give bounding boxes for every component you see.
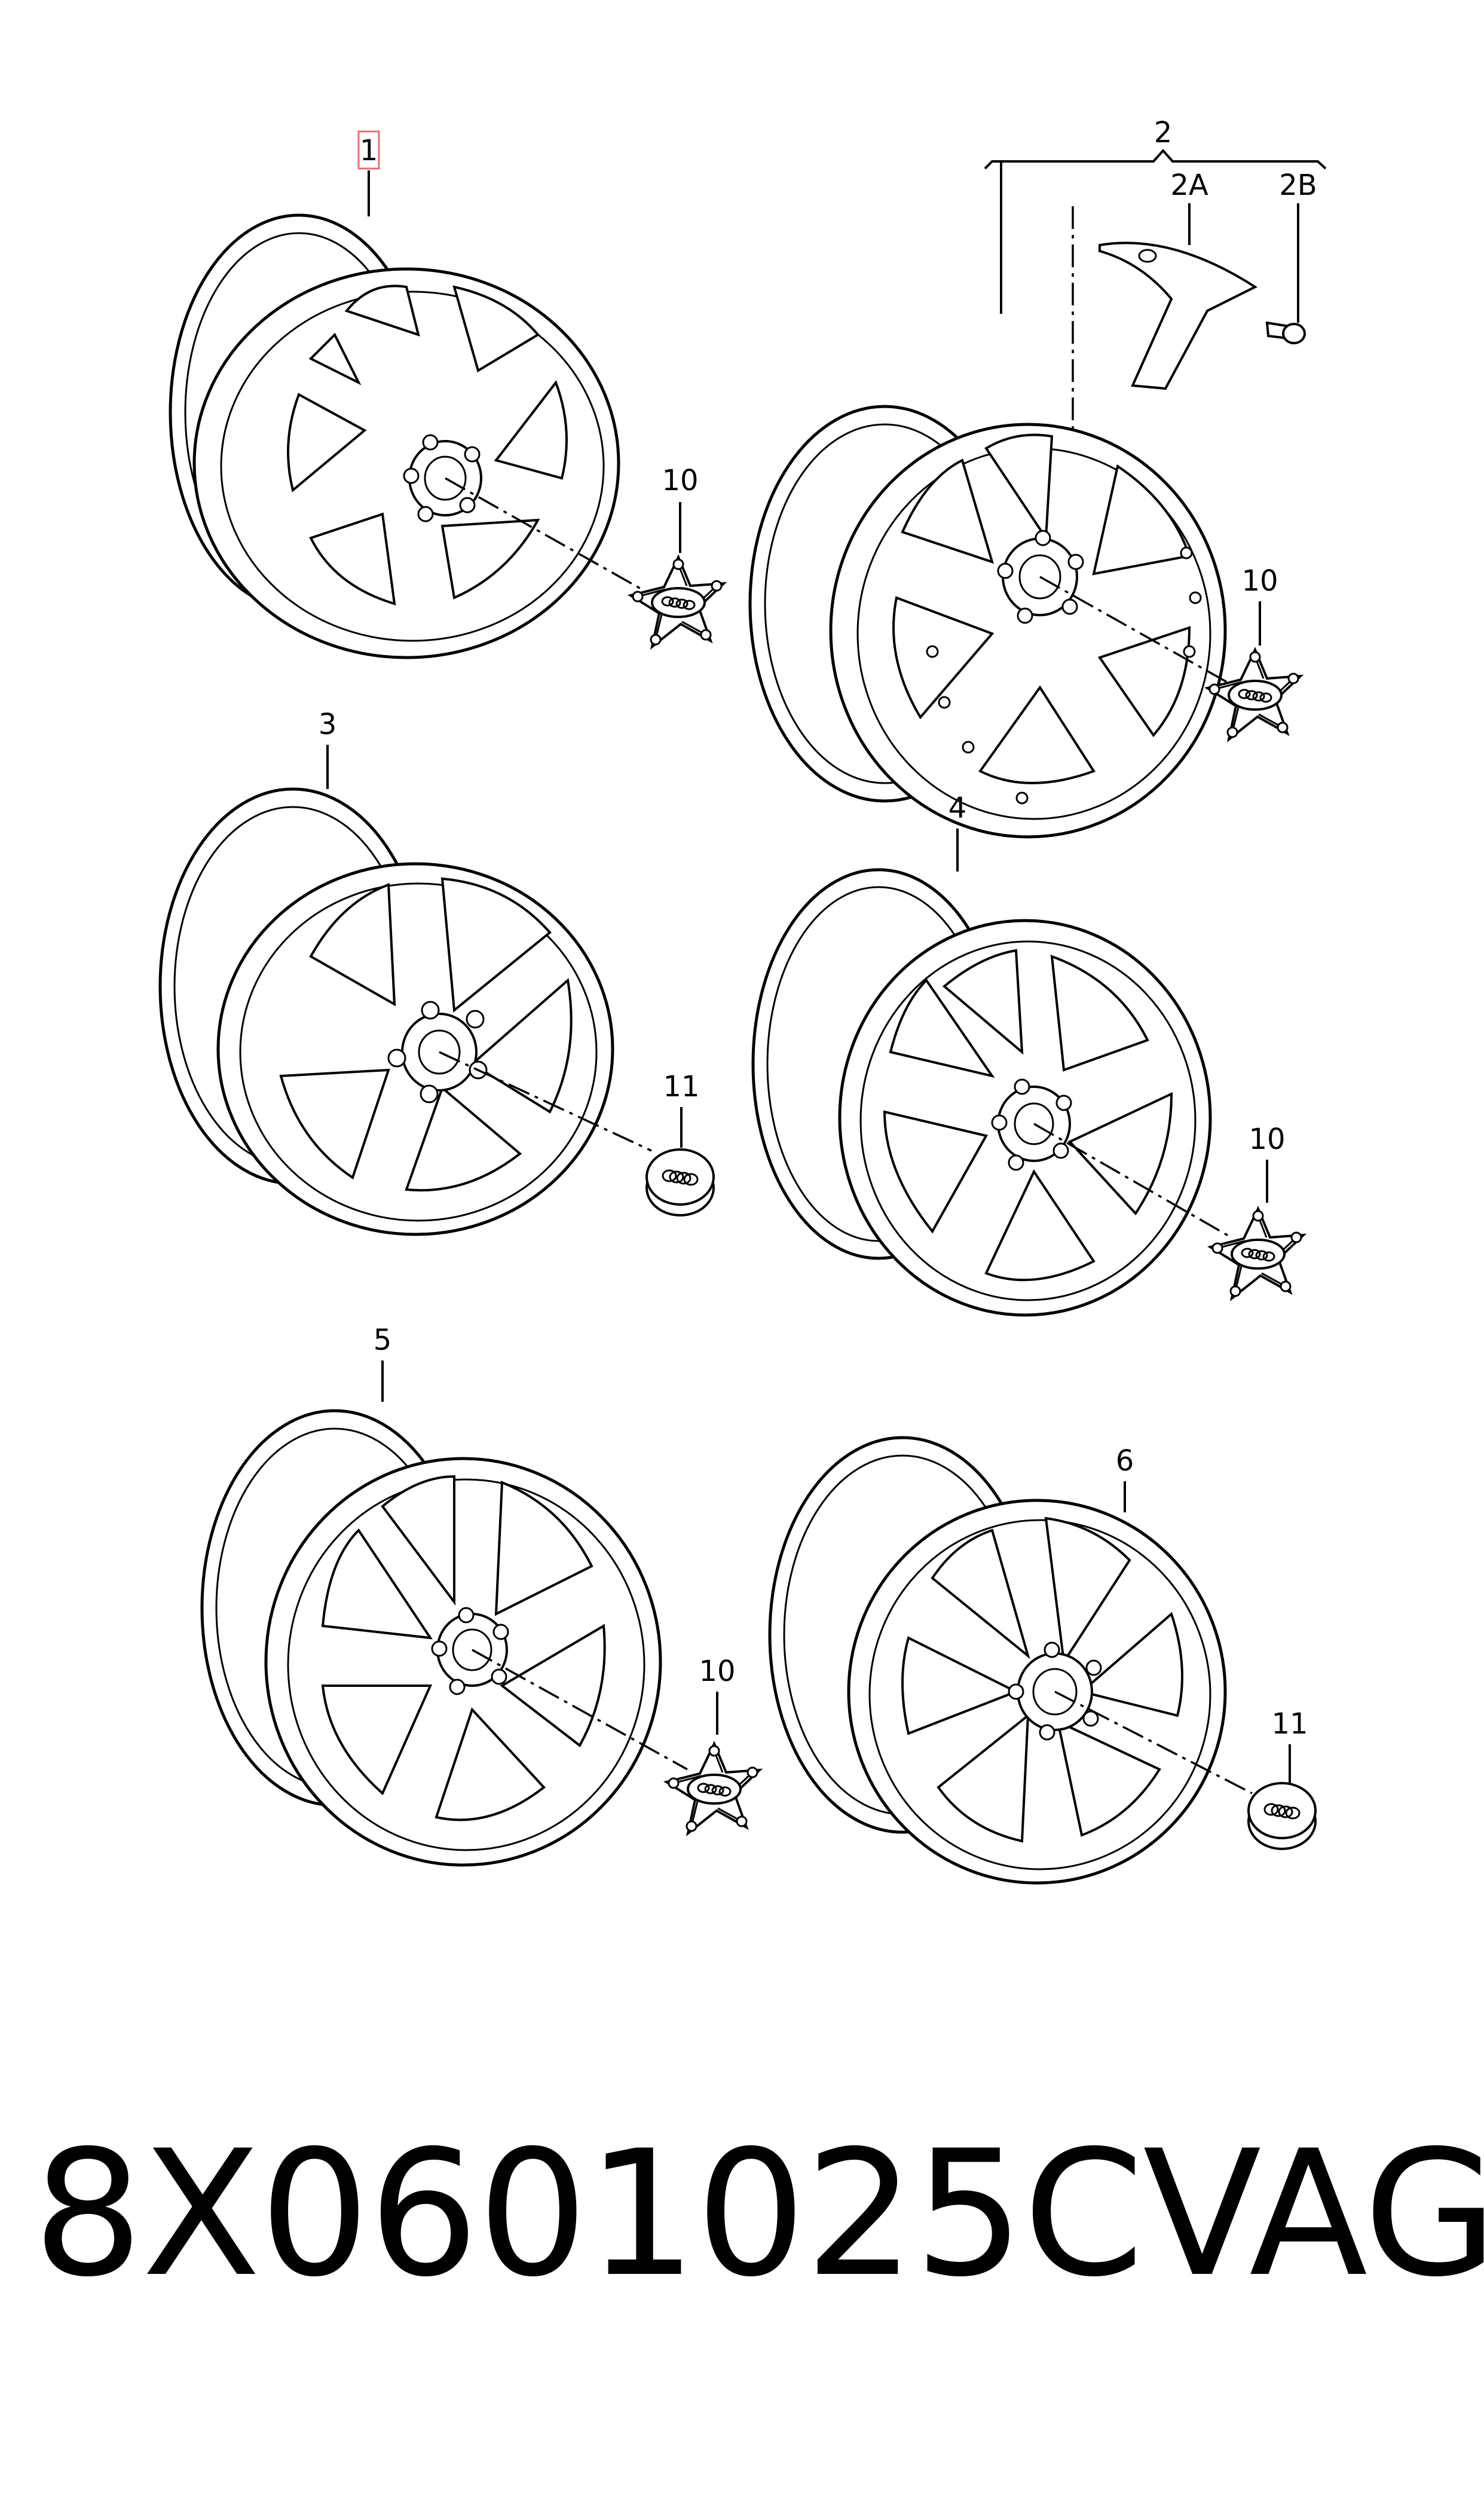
- callout-2: 2: [1154, 116, 1173, 149]
- callout-4: 4: [948, 791, 967, 825]
- callout-2a: 2A: [1170, 169, 1208, 202]
- callout-10-c: 10: [1249, 1123, 1285, 1156]
- star-cap-10-c: [1209, 1207, 1305, 1300]
- wheel-4: 4: [751, 791, 1232, 1317]
- wheel-weight-2a: [1099, 241, 1258, 390]
- round-cap-11-a: [645, 1148, 715, 1216]
- wheel-2: 2 2A 2B: [748, 116, 1327, 839]
- callout-11-a: 11: [663, 1070, 699, 1103]
- callout-1: 1: [360, 134, 378, 167]
- spokes-wheel-2: [892, 433, 1191, 784]
- star-cap-10-a: [629, 556, 725, 648]
- round-cap-11-b: [1247, 1782, 1317, 1850]
- callout-3: 3: [319, 708, 337, 741]
- wheel-6: 6: [768, 1436, 1253, 1885]
- wheel-3: 3: [158, 708, 652, 1236]
- callout-10-a: 10: [662, 464, 698, 497]
- callout-6: 6: [1116, 1444, 1134, 1478]
- callout-2b: 2B: [1279, 169, 1317, 202]
- callout-10-b: 10: [1241, 564, 1278, 598]
- callout-5: 5: [374, 1323, 392, 1357]
- parts-diagram: 1 10 2 2A 2B: [158, 116, 1327, 1885]
- spokes-wheel-3: [279, 877, 573, 1192]
- brand-label: VAG: [1143, 2114, 1484, 2315]
- callout-11-b: 11: [1271, 1707, 1308, 1741]
- spokes-wheel-5: [321, 1475, 606, 1821]
- spokes-wheel-1: [287, 285, 568, 606]
- wheel-1: 1: [169, 130, 652, 659]
- star-cap-10-d: [665, 1742, 761, 1835]
- highlight-box: [357, 130, 380, 170]
- callout-10-d: 10: [699, 1655, 735, 1688]
- spokes-wheel-4: [883, 949, 1173, 1282]
- part-number-footer: 8X0601025C VAG: [33, 2114, 1484, 2315]
- spokes-wheel-6: [901, 1517, 1183, 1843]
- screw-2b: [1265, 321, 1306, 344]
- part-number: 8X0601025C: [33, 2114, 1144, 2315]
- wheel-5: 5: [200, 1323, 688, 1867]
